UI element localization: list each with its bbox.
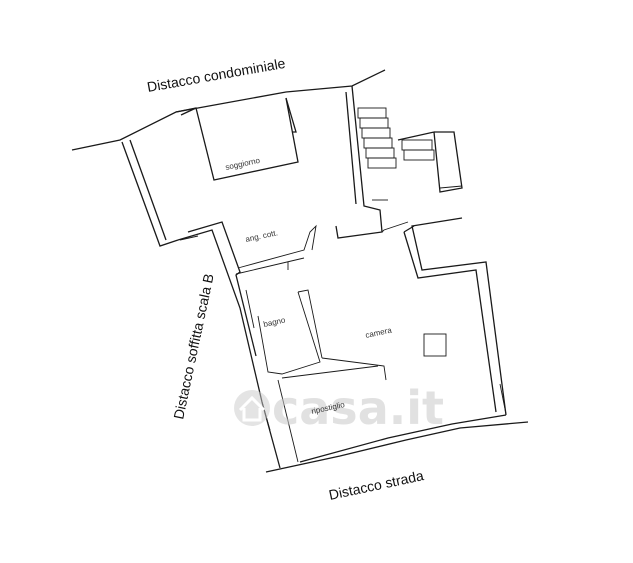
staircase xyxy=(357,107,463,201)
watermark-text: casa.it xyxy=(272,381,444,435)
house-icon xyxy=(234,390,270,426)
outer-walls xyxy=(71,69,529,473)
watermark: casa.it xyxy=(234,381,444,435)
room-label-camera: camera xyxy=(365,325,394,339)
room-label-angolo-cottura: ang. cott. xyxy=(245,228,279,244)
boundary-labels: Distacco condominiale Distacco soffitta … xyxy=(146,55,425,503)
room-label-bagno: bagno xyxy=(263,315,287,329)
room-label-soggiorno: soggiorno xyxy=(225,156,262,172)
interior-walls xyxy=(179,221,507,463)
column-block xyxy=(423,333,447,357)
label-distacco-soffitta: Distacco soffitta scala B xyxy=(170,272,216,420)
label-distacco-condominiale: Distacco condominiale xyxy=(146,55,287,95)
room-labels: soggiorno ang. cott. bagno camera ripost… xyxy=(225,156,394,416)
label-distacco-strada: Distacco strada xyxy=(327,467,425,503)
